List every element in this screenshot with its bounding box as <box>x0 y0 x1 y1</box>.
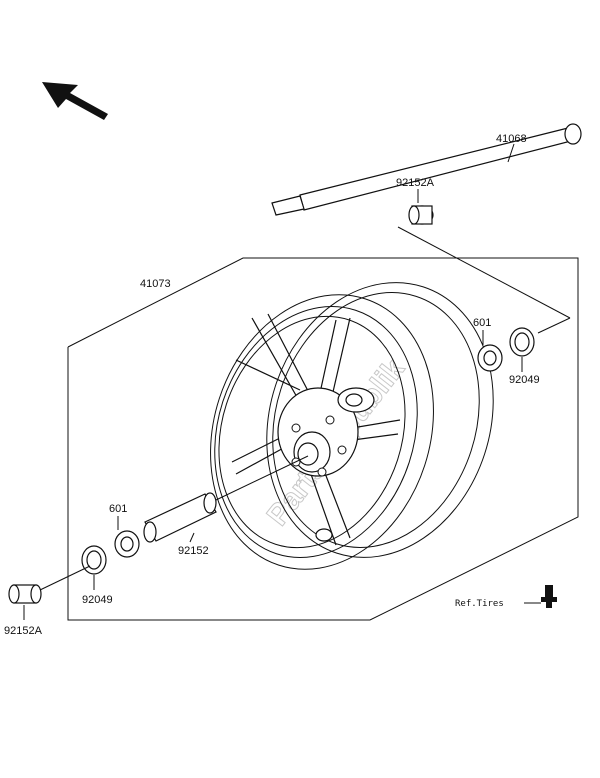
front-direction-arrow-icon <box>42 82 108 120</box>
spacer-axis-line <box>215 455 309 501</box>
spacer-part <box>143 492 217 543</box>
collar-bottom-part <box>8 584 42 604</box>
seal-right-part <box>509 327 535 357</box>
collar-bottom-label: 92152A <box>4 625 43 637</box>
axle-part <box>271 123 582 216</box>
axle-label: 41068 <box>496 133 527 145</box>
collar-bottom-axis-line <box>39 565 91 591</box>
bearing-right-part <box>477 344 503 372</box>
bearing-right-label: 601 <box>473 317 491 329</box>
assembly-frame <box>67 226 579 621</box>
wheel-label: 41073 <box>140 278 171 290</box>
collar-top-part <box>408 205 434 225</box>
tire-valve-icon <box>541 585 557 608</box>
seal-right-label: 92049 <box>509 374 540 386</box>
ref-tires-label: Ref.Tires <box>455 599 504 609</box>
seal-left-label: 92049 <box>82 594 113 606</box>
spacer-leader <box>189 532 195 543</box>
bearing-left-part <box>114 530 140 558</box>
axle-leader <box>507 143 515 163</box>
collar-top-label: 92152A <box>396 177 435 189</box>
spacer-label: 92152 <box>178 545 209 557</box>
wheel-part <box>210 282 494 570</box>
bearing-left-label: 601 <box>109 503 127 515</box>
seal-left-part <box>81 545 107 575</box>
